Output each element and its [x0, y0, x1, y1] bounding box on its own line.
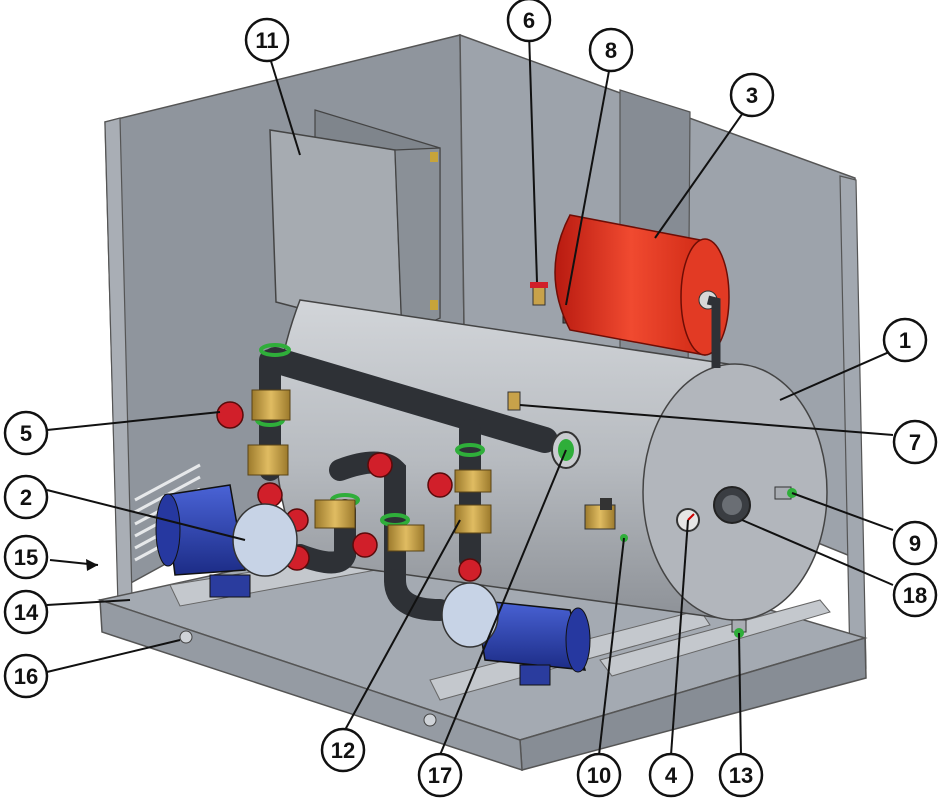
- base-skirt-left: [99, 598, 523, 772]
- callout-13: 13: [718, 752, 764, 798]
- callout-7: 7: [892, 419, 938, 465]
- callout-number: 18: [903, 583, 927, 608]
- callout-number: 16: [14, 664, 38, 689]
- air-vent-7: [507, 391, 521, 411]
- callout-circle: [417, 752, 463, 798]
- callout-number: 15: [14, 545, 38, 570]
- callout-number: 17: [428, 763, 452, 788]
- callout-circle: [320, 727, 366, 773]
- callout-circle: [892, 419, 938, 465]
- callout-3: 3: [729, 72, 775, 118]
- callout-number: 9: [909, 531, 921, 556]
- callout-number: 12: [331, 738, 355, 763]
- callout-circle: [892, 572, 938, 618]
- callout-circle: [729, 72, 775, 118]
- callout-circle: [882, 317, 928, 363]
- callout-number: 1: [899, 328, 911, 353]
- callout-12: 12: [320, 727, 366, 773]
- expansion-vessel: [554, 214, 730, 368]
- callout-number: 3: [746, 83, 758, 108]
- callout-number: 14: [14, 600, 39, 625]
- callout-9: 9: [892, 520, 938, 566]
- pump-body-left: [232, 503, 298, 577]
- callout-circle: [576, 752, 622, 798]
- callout-10: 10: [576, 752, 622, 798]
- leader-lines: [46, 31, 906, 756]
- callout-5: 5: [3, 410, 49, 456]
- callout-number: 4: [665, 763, 678, 788]
- callout-8: 8: [588, 27, 634, 73]
- callout-15: 15: [3, 534, 49, 580]
- pump-right: [441, 582, 591, 686]
- heater-flange: [713, 486, 751, 524]
- callout-number: 6: [523, 8, 535, 33]
- callout-14: 14: [3, 589, 49, 635]
- valve-handle-5: [216, 401, 244, 429]
- callout-circle: [244, 17, 290, 63]
- callout-18: 18: [892, 572, 938, 618]
- safety-valve-6: [530, 282, 548, 306]
- callout-circle: [3, 534, 49, 580]
- callout-circle: [506, 0, 552, 43]
- callout-number: 13: [729, 763, 753, 788]
- callout-2: 2: [3, 474, 49, 520]
- callout-circle: [718, 752, 764, 798]
- callout-circle: [3, 474, 49, 520]
- pump-left: [155, 484, 298, 598]
- callout-number: 2: [20, 485, 32, 510]
- callout-circle: [588, 27, 634, 73]
- callout-6: 6: [506, 0, 552, 43]
- callout-4: 4: [648, 752, 694, 798]
- callout-11: 11: [244, 17, 290, 63]
- callout-circle: [3, 653, 49, 699]
- callout-16: 16: [3, 653, 49, 699]
- base-hole-front: [423, 713, 437, 727]
- callout-circle: [3, 410, 49, 456]
- brass-valves: [247, 389, 492, 552]
- callout-circle: [892, 520, 938, 566]
- valve-10-assembly: [584, 498, 628, 542]
- callout-number: 8: [605, 38, 617, 63]
- callout-number: 10: [587, 763, 611, 788]
- base-hole-16: [179, 630, 193, 644]
- callout-circle: [648, 752, 694, 798]
- callout-number: 11: [255, 28, 278, 53]
- control-box: [269, 109, 441, 336]
- callout-number: 7: [909, 430, 921, 455]
- callout-17: 17: [417, 752, 463, 798]
- callout-circle: [3, 589, 49, 635]
- callout-1: 1: [882, 317, 928, 363]
- callout-number: 5: [20, 421, 32, 446]
- arrow-15-head: [86, 559, 98, 571]
